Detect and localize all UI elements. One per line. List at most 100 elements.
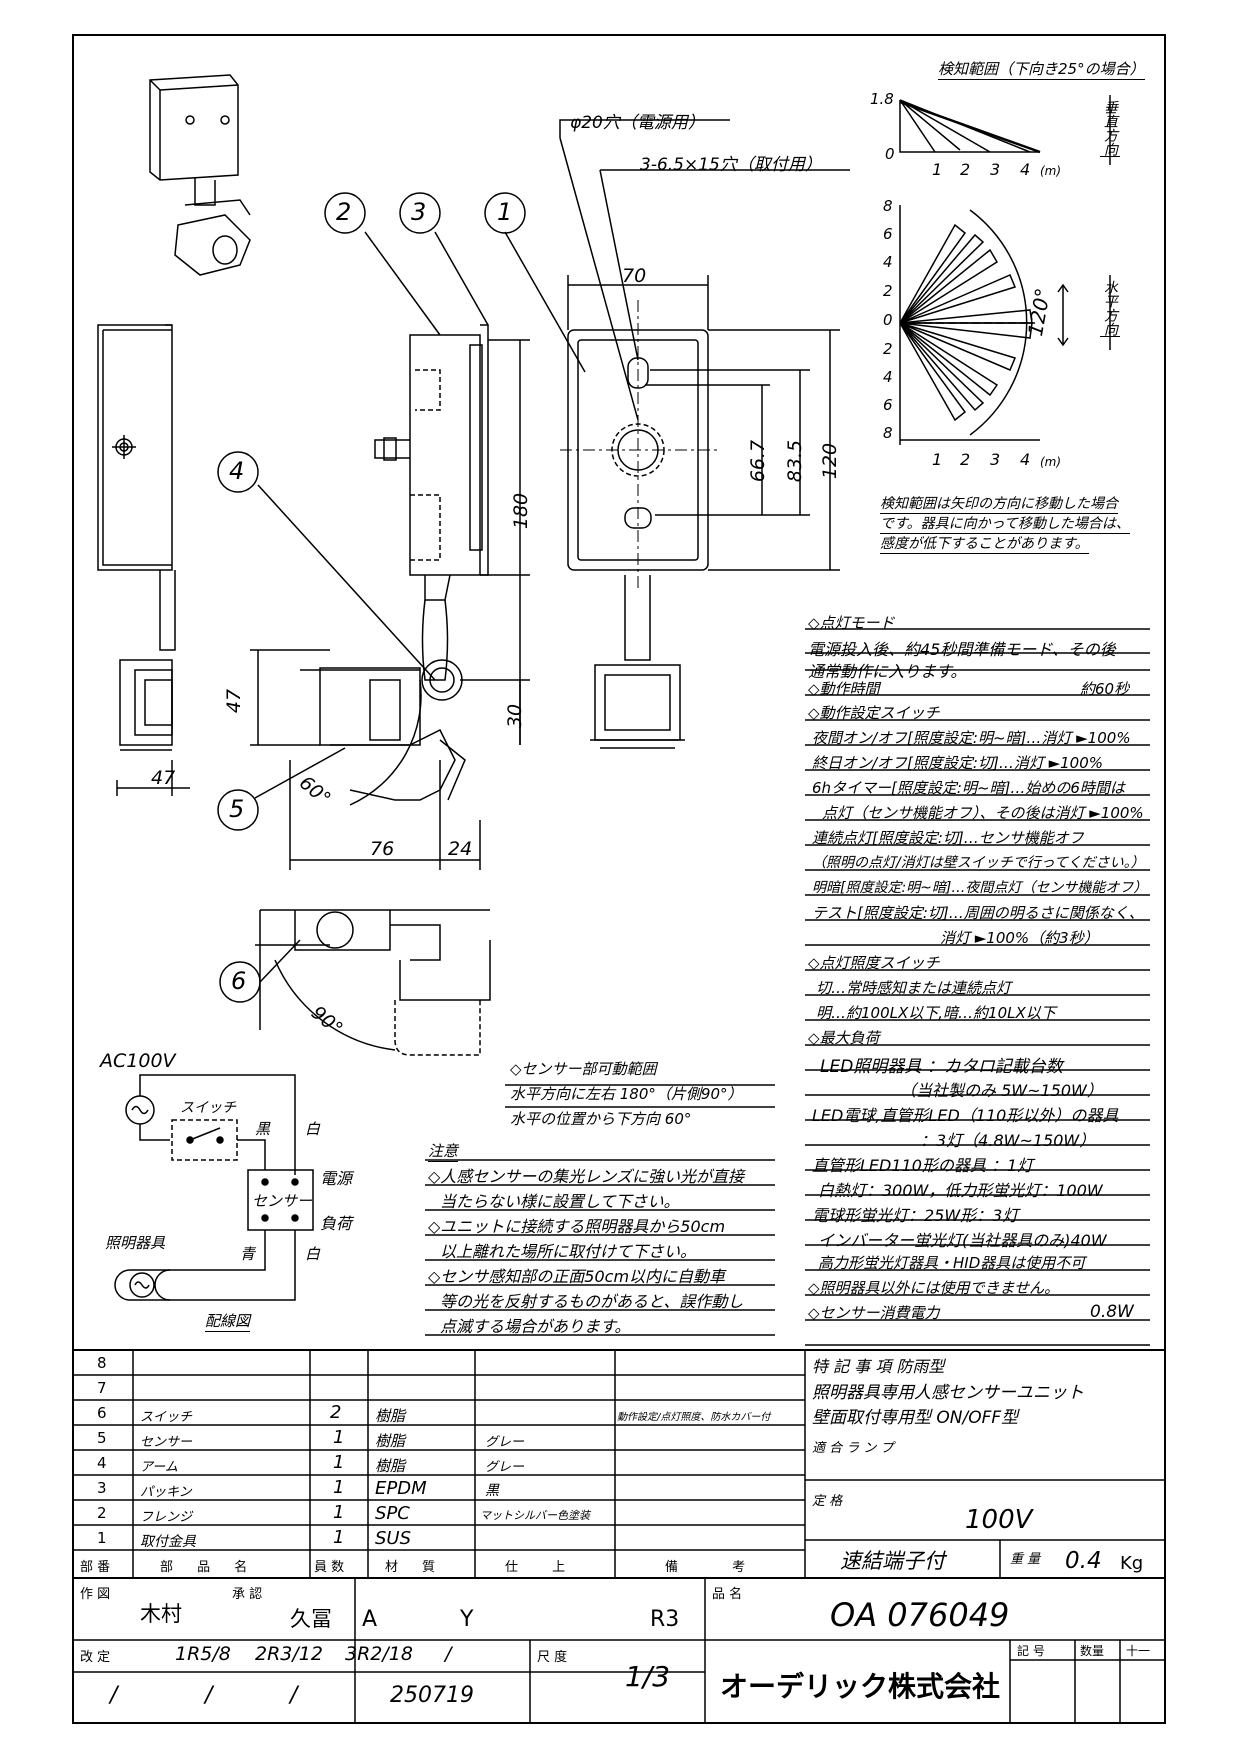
company-name: オーデリック株式会社	[720, 1670, 1001, 1703]
dim-24: 24	[448, 838, 473, 860]
caution-3: ◇ユニットに接続する照明器具から50cm	[428, 1217, 726, 1236]
callout-3: 3	[411, 198, 427, 226]
leader-1	[504, 231, 586, 373]
drawn-by: 木村	[140, 1602, 182, 1626]
center-side-view	[300, 324, 489, 801]
scale-label: 尺 度	[537, 1650, 568, 1665]
code-r: R3	[650, 1607, 680, 1632]
spec-load-6: 白熱灯：300W，低力形蛍光灯：100W	[818, 1181, 1103, 1200]
qty-label: 数量	[1080, 1644, 1105, 1658]
wiring-white-1: 白	[305, 1120, 321, 1138]
h-tick-7: 6	[883, 396, 893, 414]
drawing-code: 250719	[390, 1683, 474, 1708]
caution-6: 等の光を反射するものがあると、誤作動し	[440, 1292, 744, 1311]
range-2: 水平の位置から下方向 60°	[510, 1110, 692, 1128]
header-qty: 員 数	[314, 1560, 345, 1575]
spec-sw-7: 明暗[照度設定:明~暗]…夜間点灯（センサ機能オフ）	[812, 880, 1148, 896]
h-xtick-4: 4	[1020, 450, 1031, 469]
spec-mode-1: 電源投入後、約45秒間準備モード、その後	[808, 640, 1116, 659]
callout-2: 2	[336, 198, 352, 226]
spec-sw-3: 6hタイマー[照度設定:明~暗]…始めの6時間は	[812, 779, 1125, 797]
leader-4	[257, 484, 436, 681]
wiring-ac: AC100V	[100, 1050, 176, 1072]
notes-3: 壁面取付専用型 ON/OFF型	[812, 1408, 1019, 1428]
spec-load-9: 高力形蛍光灯器具・HID器具は使用不可	[818, 1254, 1086, 1272]
dim-arc-90	[274, 959, 396, 1051]
part-qty: 1	[333, 1452, 345, 1473]
caution-4: 以上離れた場所に取付けて下さい。	[440, 1242, 697, 1261]
part-qty: 1	[333, 1477, 345, 1498]
part-no: 8	[97, 1354, 107, 1372]
wiring-switch: スイッチ	[180, 1100, 236, 1116]
spec-sw-8: テスト[照度設定:切]…周囲の明るさに関係なく、	[812, 904, 1144, 922]
terminal: 速結端子付	[840, 1549, 945, 1573]
h-tick-3: 2	[883, 282, 893, 300]
h-xtick-3: 3	[990, 450, 1001, 469]
dim-30: 30	[504, 703, 527, 729]
callout-2-circle	[324, 192, 366, 234]
part-mat: EPDM	[375, 1478, 427, 1499]
drawn-label: 作 図	[80, 1587, 111, 1602]
notes-1: 特 記 事 項 防雨型	[812, 1357, 945, 1376]
spec-pw-v: 0.8W	[1090, 1302, 1134, 1322]
wiring-caption: 配線図	[205, 1312, 251, 1332]
header-no: 部 番	[80, 1560, 111, 1575]
caution-7: 点滅する場合があります。	[440, 1317, 631, 1336]
h-tick-1: 6	[883, 225, 893, 243]
part-qty: 2	[330, 1402, 342, 1423]
dim-47-left: 47	[151, 767, 176, 789]
v-tick-18: 1.8	[870, 90, 894, 108]
h-tick-2: 4	[883, 253, 893, 271]
spec-load-1: LED照明器具 ：カタロ記載台数	[820, 1057, 1063, 1077]
vertical-direction-label: 垂直方向	[1100, 100, 1120, 157]
rev-2: 2R3/12	[255, 1643, 323, 1665]
leader-5	[254, 747, 346, 799]
callout-5: 5	[229, 795, 245, 823]
v-tick-0: 0	[885, 145, 895, 163]
part-mat: 樹脂	[375, 1407, 406, 1425]
thumbnail-sketch	[149, 74, 251, 276]
dim-835: 83.5	[784, 439, 807, 483]
part-qty: 1	[333, 1527, 345, 1548]
spec-pw-h: ◇センサー消費電力	[808, 1304, 940, 1322]
caution-2: 当たらない様に設置して下さい。	[440, 1192, 680, 1211]
hole-mount-label: 3-6.5×15穴（取付用）	[640, 155, 822, 175]
detection-note-2: です。器具に向かって移動した場合は、	[880, 513, 1130, 534]
spec-load-3: LED電球,直管形LED（110形以外）の器具	[812, 1106, 1119, 1125]
part-no: 4	[97, 1454, 107, 1472]
caution-5: ◇センサ感知部の正面50cm以内に自動車	[428, 1267, 726, 1286]
part-mat: SPC	[375, 1503, 410, 1524]
sheet-frame	[72, 34, 1166, 1724]
weight-label: 重 量	[1010, 1552, 1041, 1567]
h-tick-5: 2	[883, 340, 893, 358]
h-tick-4: 0	[883, 311, 893, 329]
wiring-load: 負荷	[320, 1214, 353, 1233]
wiring-power: 電源	[320, 1169, 353, 1188]
wiring-blue: 青	[240, 1245, 256, 1263]
spec-sw-4: 点灯（センサ機能オフ）、その後は消灯 ►100%	[822, 804, 1144, 822]
spec-sw-6: （照明の点灯/消灯は壁スイッチで行ってください。）	[812, 855, 1145, 871]
spec-load-2: （当社製のみ 5W~150W）	[900, 1081, 1103, 1100]
horizontal-direction-label: 水平方向	[1100, 280, 1120, 337]
approved-label: 承 認	[232, 1587, 263, 1602]
header-spec: 仕 上	[505, 1560, 566, 1575]
spec-lux-1: 切…常時感知または連続点灯	[816, 979, 1012, 997]
dim-76: 76	[370, 838, 395, 860]
wiring-lamp: 照明器具	[105, 1234, 166, 1252]
callout-5-circle	[217, 789, 259, 831]
v-xtick-1: 1	[932, 160, 943, 179]
dim-arc-60	[349, 679, 422, 806]
callout-4: 4	[229, 457, 245, 485]
rev-slash: /	[290, 1683, 298, 1708]
part-no: 3	[97, 1479, 107, 1497]
rev-slash: /	[110, 1683, 118, 1708]
rev-4: /	[445, 1643, 452, 1665]
part-no: 2	[97, 1504, 107, 1522]
callout-1-circle	[484, 192, 526, 234]
header-mat: 材 質	[385, 1560, 436, 1575]
part-spec: マットシルバー色塗装	[480, 1509, 590, 1522]
range-1: 水平方向に左右 180°（片側90°）	[510, 1085, 743, 1103]
part-no: 5	[97, 1429, 107, 1447]
spec-underlines	[425, 628, 1150, 1346]
product-label: 品 名	[712, 1587, 743, 1602]
